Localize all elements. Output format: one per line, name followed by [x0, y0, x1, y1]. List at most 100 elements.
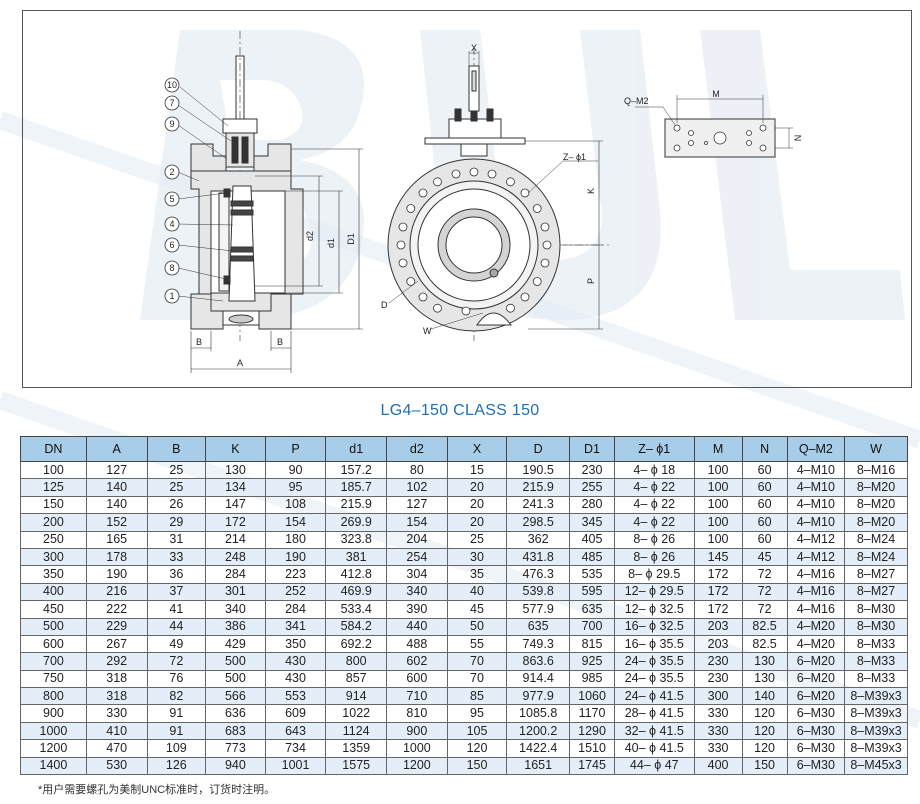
- table-cell: 223: [264, 565, 327, 584]
- table-cell: 734: [264, 739, 327, 758]
- table-cell: 4–M10: [786, 495, 846, 515]
- table-cell: 318: [85, 669, 148, 689]
- table-cell: 1575: [325, 756, 388, 776]
- label-d1: d1: [326, 238, 336, 248]
- table-cell: 12– ϕ 32.5: [614, 600, 695, 619]
- table-cell: 16– ϕ 35.5: [614, 634, 695, 654]
- table-cell: 1124: [325, 721, 388, 741]
- table-cell: 269.9: [325, 513, 388, 532]
- table-cell: 25: [146, 478, 207, 497]
- table-cell: 914.4: [506, 669, 571, 689]
- column-header: M: [693, 436, 743, 462]
- label-x: X: [471, 43, 477, 53]
- table-cell: 222: [85, 600, 148, 619]
- table-cell: 120: [741, 704, 788, 723]
- table-cell: 1001: [264, 756, 327, 776]
- table-cell: 230: [693, 669, 743, 689]
- table-cell: 8–M39x3: [844, 721, 908, 741]
- table-cell: 125: [20, 478, 87, 497]
- table-cell: 4–M16: [786, 600, 846, 619]
- table-cell: 8–M16: [844, 460, 908, 480]
- table-cell: 857: [325, 669, 388, 689]
- label-k: K: [586, 188, 596, 194]
- table-cell: 8–M45x3: [844, 756, 908, 776]
- table-cell: 45: [446, 600, 508, 619]
- part-balloons: 10 7 9 2 5 4 6 8 1: [164, 77, 180, 304]
- front-flange-view: [387, 47, 609, 341]
- table-cell: 318: [85, 687, 148, 706]
- table-cell: 1745: [569, 756, 616, 776]
- column-header: DN: [20, 436, 87, 462]
- table-cell: 72: [146, 652, 207, 671]
- table-cell: 20: [446, 478, 508, 497]
- table-cell: 800: [20, 687, 87, 706]
- table-cell: 252: [264, 582, 327, 602]
- table-cell: 100: [693, 478, 743, 497]
- table-cell: 750: [20, 669, 87, 689]
- column-header: B: [146, 436, 207, 462]
- table-cell: 140: [741, 687, 788, 706]
- column-header: D1: [569, 436, 616, 462]
- table-cell: 36: [146, 565, 207, 584]
- table-cell: 340: [205, 600, 266, 619]
- technical-drawing-panel: 10 7 9 2 5 4 6 8 1 d2 d1 D1 B B A: [22, 10, 912, 388]
- side-section-view: [177, 31, 363, 373]
- table-cell: 8–M39x3: [844, 704, 908, 723]
- table-cell: 280: [569, 495, 616, 515]
- table-cell: 430: [264, 669, 327, 689]
- table-cell: 600: [20, 634, 87, 654]
- table-cell: 8–M33: [844, 652, 908, 671]
- table-cell: 405: [569, 530, 616, 549]
- table-cell: 284: [205, 565, 266, 584]
- table-cell: 4–M10: [786, 460, 846, 480]
- table-cell: 150: [741, 756, 788, 776]
- table-cell: 386: [205, 617, 266, 636]
- table-cell: 292: [85, 652, 148, 671]
- table-cell: 241.3: [506, 495, 571, 515]
- column-header: X: [446, 436, 508, 462]
- label-d2: d2: [305, 231, 315, 241]
- table-cell: 72: [741, 600, 788, 619]
- table-cell: 300: [693, 687, 743, 706]
- table-cell: 8–M20: [844, 478, 908, 497]
- table-cell: 25: [146, 460, 207, 480]
- column-header: d2: [386, 436, 448, 462]
- label-m: M: [712, 89, 720, 99]
- table-cell: 100: [693, 495, 743, 515]
- table-cell: 535: [569, 565, 616, 584]
- table-cell: 80: [386, 460, 448, 480]
- label-w: W: [423, 326, 432, 336]
- table-cell: 977.9: [506, 687, 571, 706]
- table-cell: 108: [264, 495, 327, 515]
- table-cell: 925: [569, 652, 616, 671]
- table-cell: 810: [386, 704, 448, 723]
- table-cell: 215.9: [506, 478, 571, 497]
- table-cell: 134: [205, 478, 266, 497]
- footnote: *用户需要螺孔为美制UNC标准时，订货时注明。: [38, 784, 276, 796]
- table-cell: 362: [506, 530, 571, 549]
- table-cell: 595: [569, 582, 616, 602]
- table-cell: 4–M12: [786, 547, 846, 567]
- table-cell: 76: [146, 669, 207, 689]
- table-cell: 1022: [325, 704, 388, 723]
- balloon-8: 8: [169, 263, 174, 273]
- table-cell: 400: [20, 582, 87, 602]
- table-cell: 643: [264, 721, 327, 741]
- table-cell: 469.9: [325, 582, 388, 602]
- table-cell: 1060: [569, 687, 616, 706]
- table-cell: 105: [446, 721, 508, 741]
- table-cell: 6–M30: [786, 704, 846, 723]
- table-cell: 95: [446, 704, 508, 723]
- table-cell: 147: [205, 495, 266, 515]
- table-cell: 476.3: [506, 565, 571, 584]
- table-cell: 1200: [386, 756, 448, 776]
